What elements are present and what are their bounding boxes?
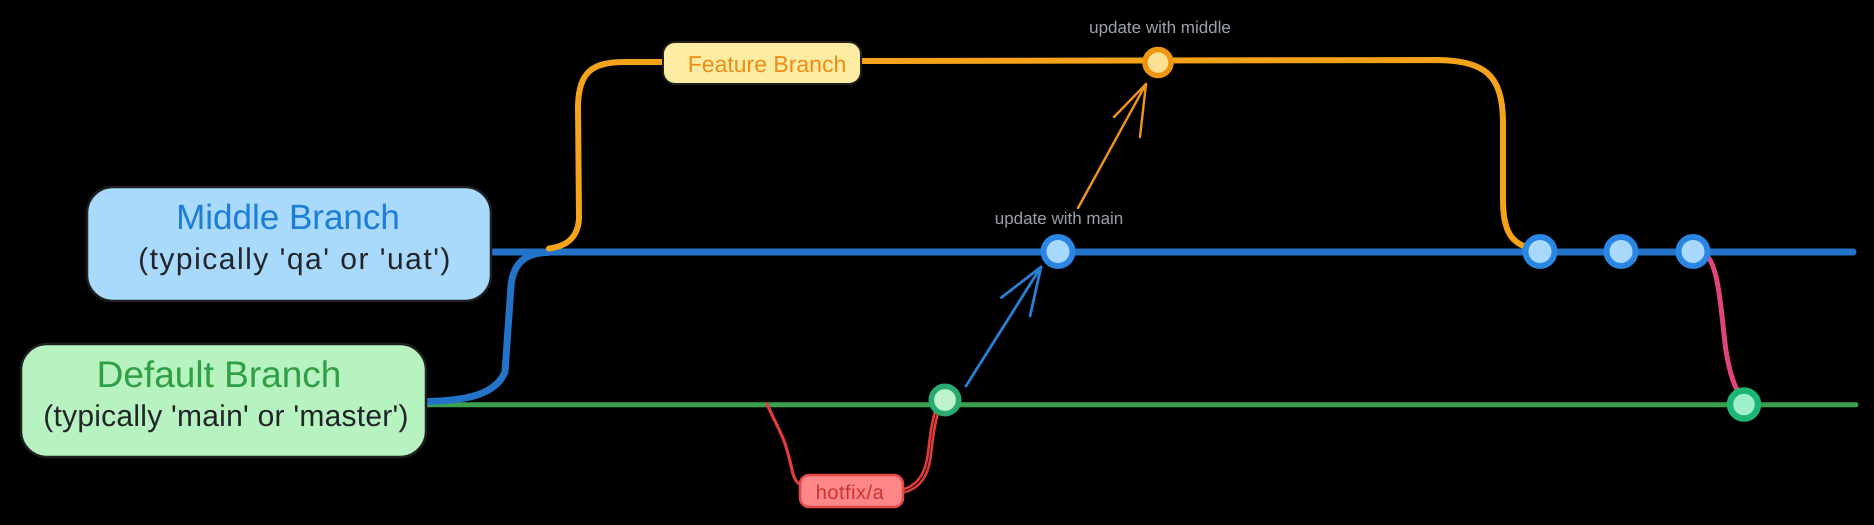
svg-text:Feature Branch: Feature Branch [688, 51, 847, 77]
svg-text:(typically 'qa' or 'uat'): (typically 'qa' or 'uat') [138, 243, 452, 276]
svg-text:(typically 'main' or 'master'): (typically 'main' or 'master') [43, 400, 408, 433]
svg-text:Default Branch: Default Branch [97, 354, 342, 395]
svg-text:hotfix/a: hotfix/a [816, 482, 885, 504]
svg-text:update with main: update with main [995, 209, 1124, 228]
svg-text:update with middle: update with middle [1089, 18, 1231, 37]
svg-text:Middle Branch: Middle Branch [176, 198, 400, 237]
